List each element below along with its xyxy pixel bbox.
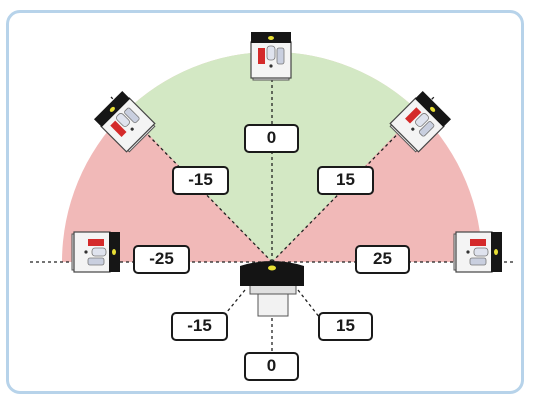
robot-far-right-icon (453, 231, 503, 273)
label-far-right: 25 (355, 245, 410, 274)
label-upper-left: -15 (172, 166, 229, 195)
label-far-left: -25 (133, 245, 190, 274)
center-zone (126, 51, 418, 262)
label-bottom-center: 0 (244, 352, 299, 381)
label-upper-right: 15 (317, 166, 374, 195)
robot-far-left-icon (71, 231, 121, 273)
sensor-base-icon (240, 261, 304, 317)
label-top-center: 0 (244, 124, 299, 153)
lower-right-ray (297, 289, 321, 319)
label-lower-right: 15 (318, 312, 373, 341)
label-lower-left: -15 (171, 312, 228, 341)
robot-top-icon (250, 31, 292, 81)
